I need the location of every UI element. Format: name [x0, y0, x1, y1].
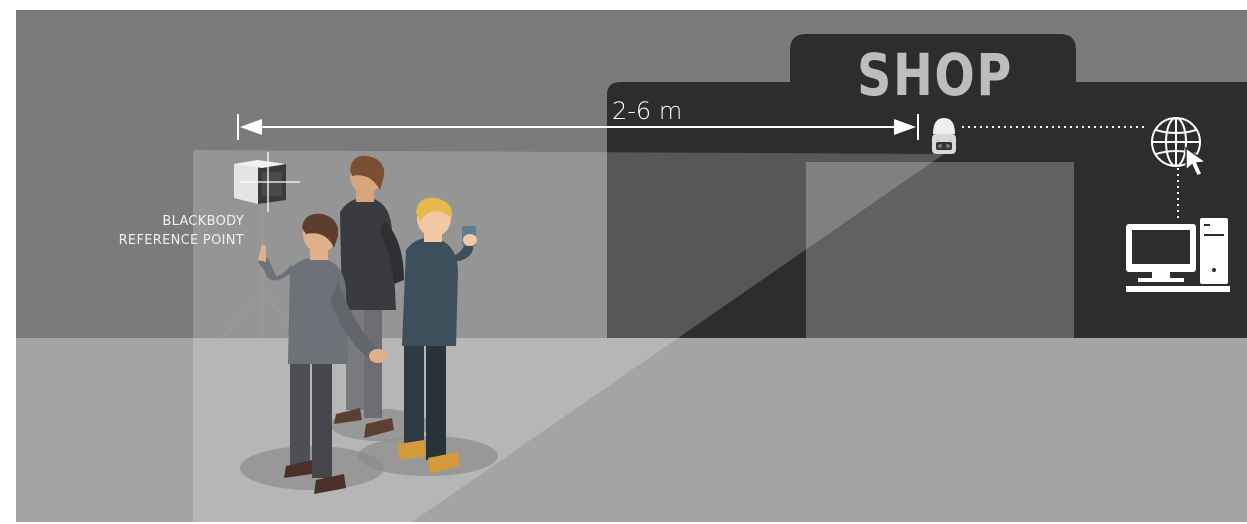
shop-sign: SHOP	[857, 40, 1013, 110]
computer-icon	[1126, 218, 1230, 292]
blackbody-label-line1: BLACKBODY	[90, 212, 244, 231]
thermal-camera-icon	[932, 118, 956, 154]
blackbody-label-line2: REFERENCE POINT	[90, 231, 244, 250]
blackbody-reference-label: BLACKBODY REFERENCE POINT	[90, 212, 244, 250]
distance-label: 2-6 m	[612, 96, 682, 126]
